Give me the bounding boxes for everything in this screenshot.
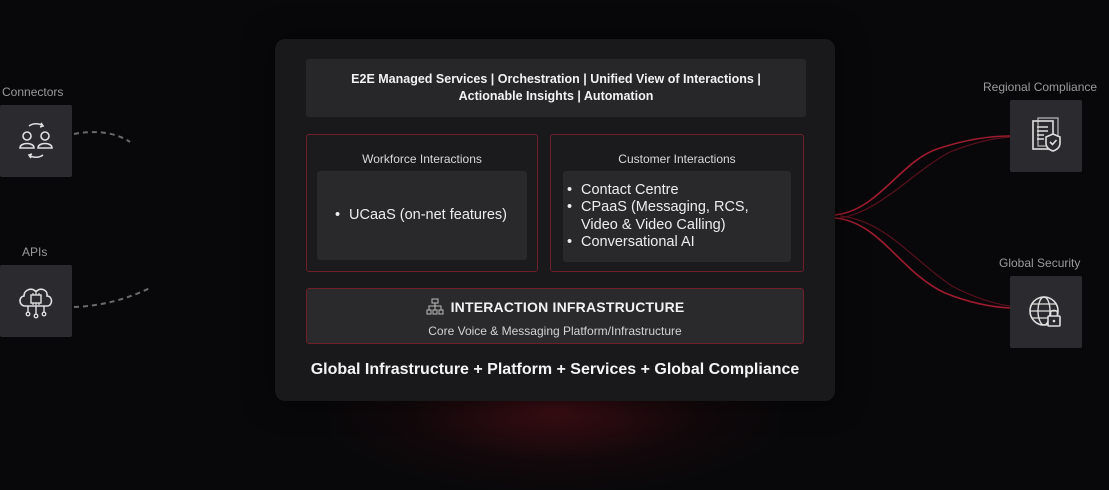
cloud-chip-icon — [19, 288, 53, 319]
global-footer-text: Global Infrastructure + Platform + Servi… — [310, 361, 800, 378]
infrastructure-title-row: INTERACTION INFRASTRUCTURE — [307, 298, 803, 316]
workforce-item: UCaaS (on-net features) — [333, 207, 507, 225]
apis-dashed-line — [73, 287, 151, 308]
connectors-node — [0, 105, 72, 177]
network-hierarchy-icon — [426, 298, 444, 315]
regional-compliance-node — [1010, 100, 1082, 172]
apis-label: APIs — [22, 245, 48, 259]
customer-items-panel: Contact Centre CPaaS (Messaging, RCS, Vi… — [563, 171, 791, 262]
connectors-label: Connectors — [2, 85, 64, 99]
managed-services-banner: E2E Managed Services | Orchestration | U… — [306, 59, 806, 117]
customer-item: CPaaS (Messaging, RCS, — [565, 199, 749, 217]
customer-item: Conversational AI — [565, 234, 749, 252]
customer-interactions-title: Customer Interactions — [618, 152, 736, 166]
global-security-node — [1010, 276, 1082, 348]
apis-node — [0, 265, 72, 337]
interaction-infrastructure-box: INTERACTION INFRASTRUCTURE Core Voice & … — [306, 288, 804, 344]
compliance-link-line-2 — [839, 136, 1011, 219]
customer-interactions-box: Customer Interactions Contact Centre CPa… — [550, 134, 804, 272]
global-security-label: Global Security — [999, 256, 1081, 270]
workforce-items-panel: UCaaS (on-net features) — [317, 171, 527, 260]
connection-lines — [73, 131, 1011, 309]
customer-item: Contact Centre — [565, 182, 749, 200]
infrastructure-subtitle: Core Voice & Messaging Platform/Infrastr… — [428, 324, 682, 338]
globe-lock-icon — [1029, 296, 1061, 327]
workforce-interactions-title: Workforce Interactions — [362, 152, 482, 166]
compliance-document-shield-icon — [1032, 117, 1061, 152]
compliance-link-line — [834, 135, 1011, 216]
banner-line-2: Actionable Insights | Automation — [458, 89, 654, 103]
users-exchange-icon — [19, 122, 53, 159]
customer-item-continuation: Video & Video Calling) — [581, 216, 726, 233]
banner-line-1: E2E Managed Services | Orchestration | U… — [351, 72, 761, 86]
security-link-line — [834, 217, 1011, 309]
regional-compliance-label: Regional Compliance — [983, 80, 1098, 94]
security-link-line-2 — [839, 215, 1011, 307]
infrastructure-title: INTERACTION INFRASTRUCTURE — [450, 299, 685, 315]
workforce-interactions-box: Workforce Interactions UCaaS (on-net fea… — [306, 134, 538, 272]
connectors-dashed-line — [73, 131, 131, 143]
